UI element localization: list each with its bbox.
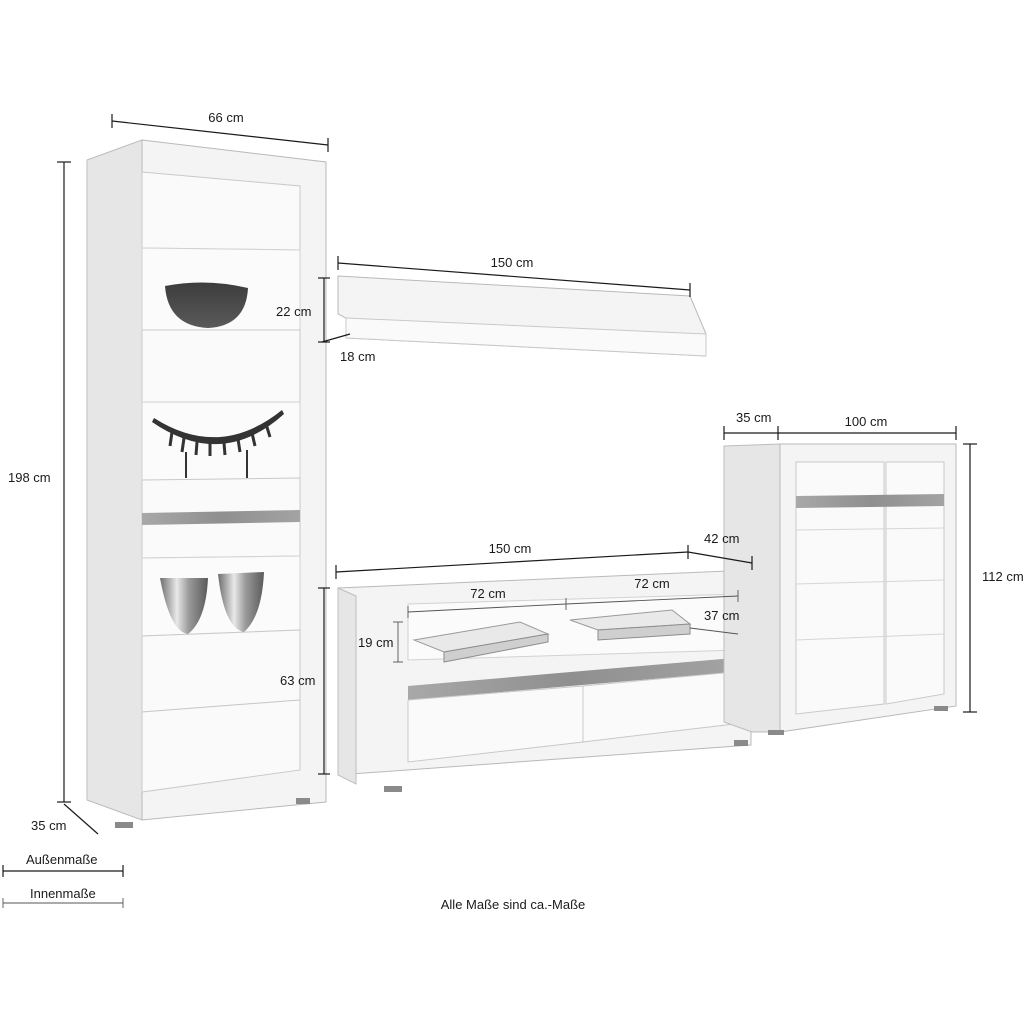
tv-board-width-label: 150 cm [489, 541, 532, 556]
metal-vase-left [160, 578, 208, 634]
legend-outer-label: Außenmaße [26, 852, 98, 867]
approximate-dimensions-note: Alle Maße sind ca.-Maße [441, 897, 586, 912]
tv-board-foot-left [384, 786, 402, 792]
tv-board-concrete-strip [408, 658, 734, 700]
vitrine-side-panel [86, 139, 143, 821]
tv-board-side [337, 587, 357, 785]
vitrine-top-door [141, 171, 301, 251]
legend: Außenmaße Innenmaße [2, 852, 124, 908]
highboard-concrete-strip [796, 494, 944, 508]
boat-sculpture-ribs [168, 423, 272, 456]
tv-board-foot-right [734, 740, 748, 746]
tv-board-inner-depth-label: 37 cm [704, 608, 739, 623]
highboard-height-label: 112 cm [982, 569, 1024, 584]
vitrine-foot-left [115, 822, 133, 828]
tv-board [337, 569, 752, 792]
vitrine-cabinet [86, 139, 327, 828]
vitrine-width-label: 66 cm [208, 110, 243, 125]
vitrine-depth-label: 35 cm [31, 818, 66, 833]
vitrine-lower-door-upper [141, 629, 301, 713]
wall-shelf-front [345, 317, 707, 357]
highboard-door-left [795, 461, 885, 715]
shelf-width-label: 150 cm [491, 255, 534, 270]
tv-board-inner-right-label: 72 cm [634, 576, 669, 591]
vitrine-lower-door [141, 699, 301, 793]
highboard-width-label: 100 cm [845, 414, 888, 429]
highboard-depth-label: 35 cm [736, 410, 771, 425]
vitrine-foot-right [296, 798, 310, 804]
legend-inner-label: Innenmaße [30, 886, 96, 901]
bowl-decoration [165, 282, 248, 328]
tv-board-inner-height-label: 19 cm [358, 635, 393, 650]
vitrine-concrete-strip [142, 510, 300, 525]
shelf-depth-label: 18 cm [340, 349, 375, 364]
highboard-side [723, 443, 781, 733]
highboard-foot-left [768, 730, 784, 735]
tv-board-depth-label: 42 cm [704, 531, 739, 546]
vitrine-middle-door [141, 329, 301, 403]
highboard-panel-lines [795, 527, 945, 641]
highboard-foot-right [934, 706, 948, 711]
tv-board-inner-left-label: 72 cm [470, 586, 505, 601]
boat-sculpture-decoration [152, 410, 284, 445]
dimension-lines [57, 114, 977, 835]
dvd-player-left-front [443, 633, 549, 663]
vitrine-inner-top-label: 22 cm [276, 304, 311, 319]
vitrine-height-label: 198 cm [8, 470, 51, 485]
wall-shelf [337, 275, 707, 357]
dvd-player-right-front [597, 623, 691, 641]
highboard [723, 443, 957, 735]
highboard-door-right [885, 461, 945, 705]
vitrine-inner-bottom-label: 63 cm [280, 673, 315, 688]
metal-vase-right [218, 572, 264, 632]
